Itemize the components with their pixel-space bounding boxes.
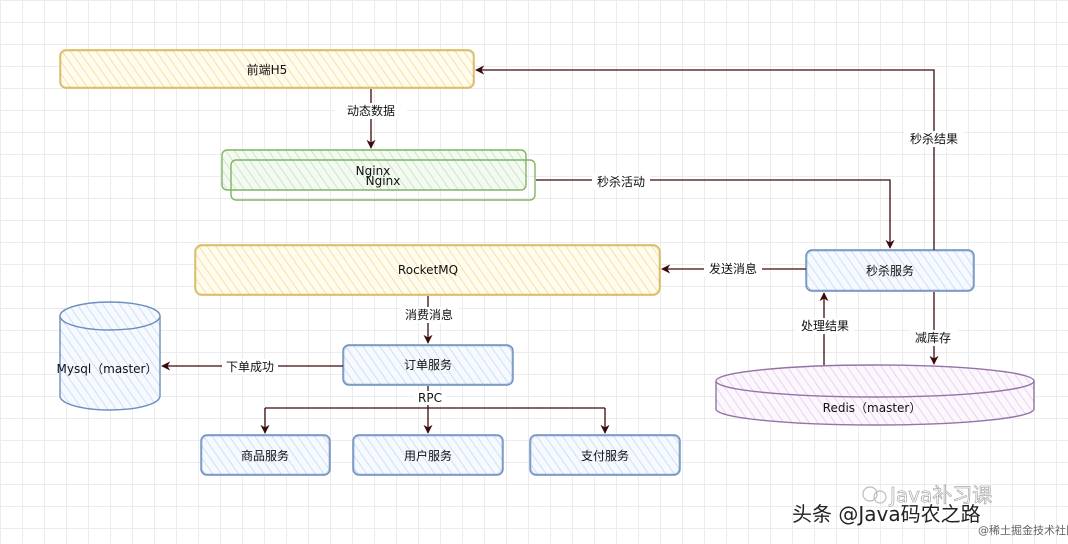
watermark-line1: Java补习课 — [888, 483, 992, 507]
user-service-node: 用户服务 — [352, 434, 504, 476]
edge-label-place-order: 下单成功 — [226, 360, 274, 374]
watermark: Java补习课 头条 @Java码农之路 @稀土掘金技术社区 — [792, 483, 1068, 537]
rocketmq-label: RocketMQ — [398, 263, 458, 277]
nginx-label-duplicate: Nginx — [366, 174, 401, 188]
wechat-icon — [862, 486, 878, 502]
pay-service-label: 支付服务 — [581, 448, 629, 463]
watermark-line3: @稀土掘金技术社区 — [978, 523, 1068, 537]
seckill-service-node: 秒杀服务 — [805, 249, 975, 292]
watermark-line2: 头条 @Java码农之路 — [792, 502, 981, 526]
edge-label-process-result: 处理结果 — [801, 319, 849, 333]
order-service-node: 订单服务 — [342, 344, 514, 386]
nginx-label: Nginx — [356, 164, 391, 178]
rocketmq-node: RocketMQ — [194, 244, 661, 296]
edge-nginx-to-seckill — [536, 179, 895, 249]
edge-label-reduce-stock: 减库存 — [915, 330, 951, 345]
mysql-label: Mysql（master） — [57, 362, 158, 376]
pay-service-node: 支付服务 — [529, 434, 681, 476]
user-service-label: 用户服务 — [404, 448, 452, 463]
frontend-node: 前端H5 — [59, 49, 475, 89]
redis-database: Redis（master） — [715, 364, 1035, 426]
edge-seckill-to-frontend — [475, 65, 935, 250]
redis-label: Redis（master） — [823, 401, 922, 415]
frontend-label: 前端H5 — [247, 62, 288, 77]
seckill-service-label: 秒杀服务 — [866, 263, 914, 278]
goods-service-node: 商品服务 — [200, 434, 331, 476]
order-service-label: 订单服务 — [404, 357, 452, 372]
mysql-database: Mysql（master） — [57, 301, 161, 411]
nginx-node: Nginx Nginx — [221, 149, 536, 201]
edge-label-consume-message: 消费消息 — [405, 307, 453, 322]
edge-label-send-message: 发送消息 — [709, 261, 757, 276]
edge-label-rpc: RPC — [418, 391, 442, 405]
edge-label-dynamic-data: 动态数据 — [347, 103, 395, 118]
edge-label-seckill-result: 秒杀结果 — [910, 131, 958, 146]
goods-service-label: 商品服务 — [241, 448, 289, 463]
edge-label-seckill-activity: 秒杀活动 — [597, 174, 645, 189]
